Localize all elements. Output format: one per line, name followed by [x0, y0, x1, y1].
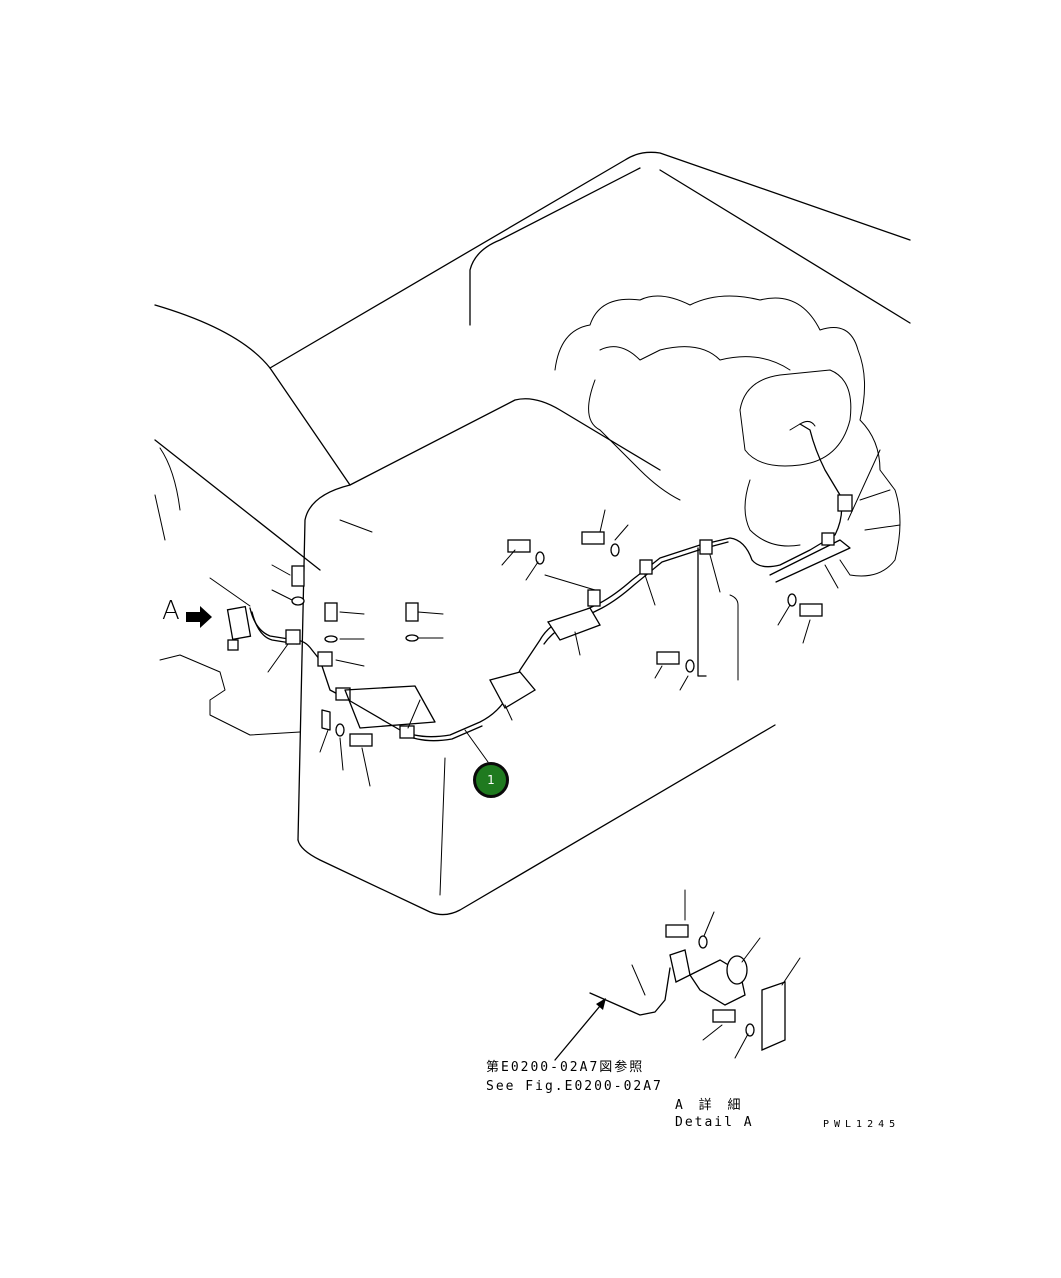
detail-label-jp: A 詳 細 — [675, 1098, 745, 1113]
view-a-label: A — [162, 596, 182, 626]
reference-text-en: See Fig.E0200-02A7 — [486, 1079, 663, 1094]
view-a-arrow — [186, 606, 212, 628]
part-number-callout[interactable]: 1 — [473, 762, 509, 798]
engine-outline — [554, 295, 901, 577]
lower-left-fragment — [159, 654, 301, 736]
detail-label-en: Detail A — [675, 1115, 754, 1130]
drawing-code: PWL1245 — [823, 1119, 901, 1130]
leader-lines — [209, 420, 881, 787]
detail-a-drawing — [554, 889, 801, 1061]
reference-text-jp: 第E0200-02A7図参照 — [486, 1060, 645, 1075]
cab-box-outline — [297, 398, 776, 916]
machine-body-outline — [154, 151, 911, 571]
harness-clips — [226, 494, 853, 739]
fasteners — [291, 531, 823, 747]
